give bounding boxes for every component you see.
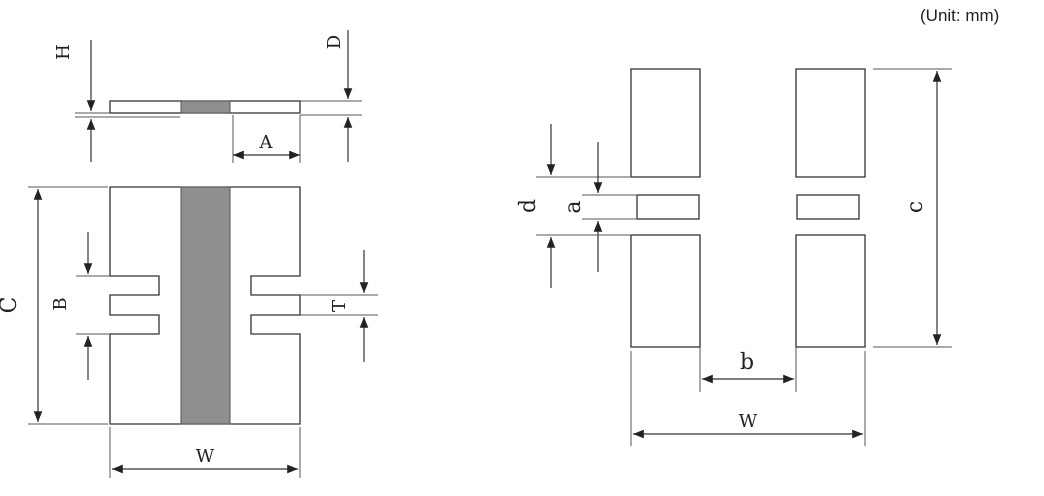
d-label: D	[324, 35, 345, 49]
pad-right-bottom	[795, 234, 866, 348]
unit-note: (Unit: mm)	[920, 6, 1000, 25]
c-label: c	[903, 201, 928, 213]
pad-left-top	[630, 68, 701, 178]
pad-left-bottom	[630, 234, 701, 348]
land-pattern: d a c b W	[516, 68, 952, 446]
d-label: d	[516, 199, 541, 213]
b-label: b	[740, 350, 754, 375]
w-label: W	[739, 411, 758, 432]
a-label: a	[561, 200, 586, 213]
side-view: H D A	[53, 30, 362, 163]
b-label: B	[50, 297, 71, 310]
top-view-resistive-layer	[180, 186, 231, 425]
side-view-resistive-layer	[180, 100, 231, 114]
pad-right-top	[795, 68, 866, 178]
h-label: H	[53, 44, 74, 60]
w-label: W	[196, 446, 215, 467]
a-label: A	[259, 132, 274, 153]
t-label: T	[329, 300, 350, 312]
top-view: C B T W	[0, 186, 378, 478]
c-label: C	[0, 297, 22, 314]
pad-left-middle	[636, 194, 700, 220]
pad-right-middle	[796, 194, 860, 220]
